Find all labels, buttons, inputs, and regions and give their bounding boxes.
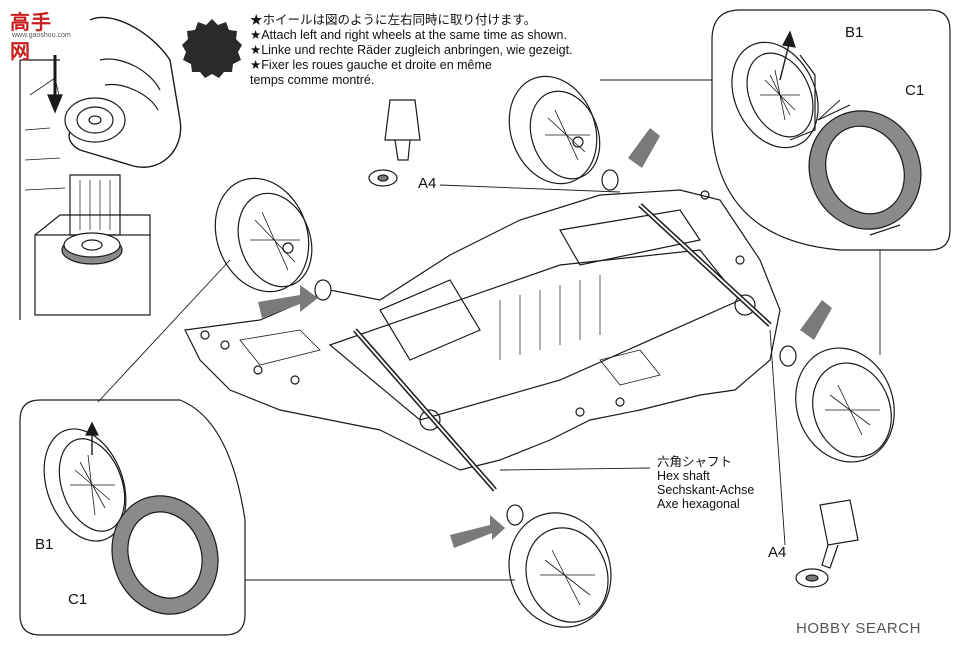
caution-badge: 注意! CAUTION	[181, 18, 295, 80]
part-label-a4-bottom: A4	[768, 544, 787, 561]
part-label-b1-top-right: B1	[845, 24, 864, 41]
caution-badge-shape	[182, 19, 242, 78]
hex-shafts	[353, 203, 772, 492]
part-label-a4-top: A4	[418, 175, 437, 192]
grease-arrows	[258, 128, 832, 548]
inset-circle-bottom-left	[19, 399, 246, 636]
hex-shaft-fr: Axe hexagonal	[657, 497, 740, 511]
hex-shaft-de: Sechskant-Achse	[657, 483, 755, 497]
watermark-url: www.gaoshou.com	[12, 32, 71, 39]
leader-lines	[97, 79, 881, 581]
wheel-top-center	[508, 75, 619, 191]
hex-shaft-label: 六角シャフト Hex shaft Sechskant-Achse Axe hex…	[657, 455, 754, 511]
caution-english: CAUTION	[253, 51, 295, 61]
caution-line-fr-2: temps comme montré.	[250, 73, 375, 87]
caution-line-de: ★Linke und rechte Räder zugleich anbring…	[250, 43, 573, 57]
caution-text-block: ★ホイールは図のように左右同時に取り付けます。 ★Attach left and…	[250, 13, 573, 88]
inset-circle-top-right	[711, 9, 951, 251]
caution-japanese: 注意!	[258, 36, 290, 51]
wheel-bottom	[506, 504, 612, 628]
caution-line-en: ★Attach left and right wheels at the sam…	[250, 28, 567, 42]
hex-shaft-ja: 六角シャフト	[657, 455, 733, 469]
caution-line-ja: ★ホイールは図のように左右同時に取り付けます。	[250, 13, 537, 27]
hand-inset-illustration	[19, 16, 182, 320]
part-label-b1-bottom-left: B1	[35, 536, 54, 553]
grease-tube-top	[368, 99, 421, 187]
part-label-c1-top-right: C1	[905, 82, 925, 99]
grease-tube-bottom	[795, 499, 859, 588]
wheel-top-left	[214, 177, 332, 301]
hobby-search-watermark: HOBBY SEARCH	[796, 620, 921, 637]
hex-shaft-en: Hex shaft	[657, 469, 710, 483]
caution-line-fr-1: ★Fixer les roues gauche et droite en mêm…	[250, 58, 492, 72]
hobby-search-text: HOBBY SEARCH	[796, 620, 921, 637]
watermark-chinese: 高手网	[10, 10, 52, 63]
part-label-c1-bottom-left: C1	[68, 591, 88, 608]
source-watermark-top: 高手网 www.gaoshou.com	[10, 6, 72, 63]
wheel-right	[779, 345, 895, 463]
